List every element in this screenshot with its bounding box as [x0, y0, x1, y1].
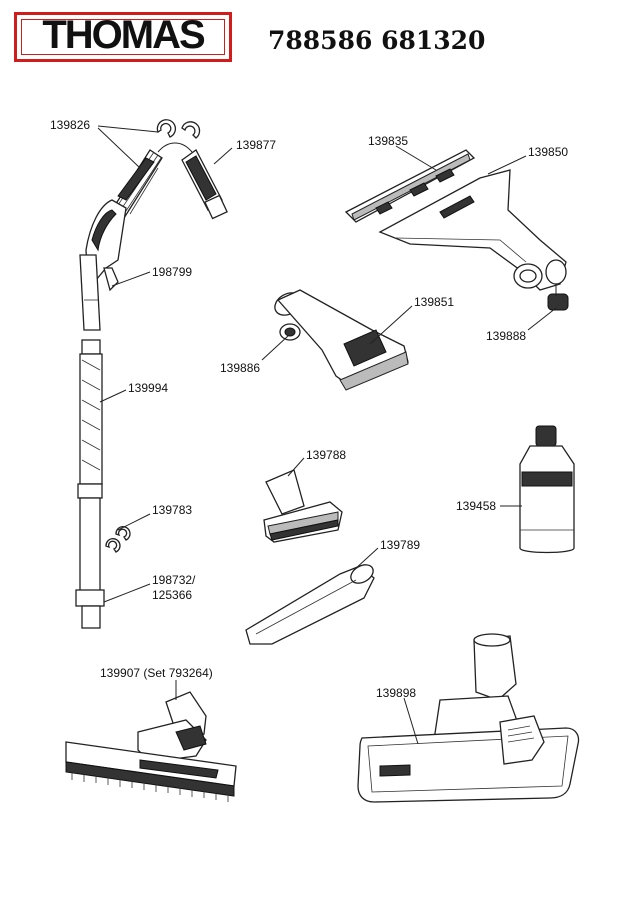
part-label-139835: 139835: [368, 134, 408, 148]
part-label-139994: 139994: [128, 381, 168, 395]
part-label-139898: 139898: [376, 686, 416, 700]
suction-hose-part: [79, 142, 228, 331]
part-label-198799: 198799: [152, 265, 192, 279]
small-nozzle-part: [263, 469, 343, 543]
part-label-139886: 139886: [220, 361, 260, 375]
brand-logo: THOMAS: [14, 12, 232, 62]
part-label-139789: 139789: [380, 538, 420, 552]
part-label-139877: 139877: [236, 138, 276, 152]
part-label-198732: 198732/: [152, 573, 196, 587]
hose-clip-part: [156, 119, 201, 139]
part-label-139458: 139458: [456, 499, 496, 513]
crevice-nozzle-part: [245, 564, 375, 645]
model-numbers: 788586 681320: [268, 26, 486, 55]
part-label-139851: 139851: [414, 295, 454, 309]
part-label-139788: 139788: [306, 448, 346, 462]
parquet-nozzle-part: [344, 149, 569, 311]
part-label-139783: 139783: [152, 503, 192, 517]
brand-logo-frame: [21, 19, 225, 55]
part-number-labels: 139826 139877 198799 139994 139783 19873…: [50, 118, 568, 700]
part-label-139907: 139907 (Set 793264): [100, 666, 213, 680]
part-label-139850: 139850: [528, 145, 568, 159]
part-label-139826: 139826: [50, 118, 90, 132]
brand-logo-text: THOMAS: [42, 13, 205, 57]
tube-clip-part: [105, 526, 131, 553]
combination-floor-nozzle-part: [357, 633, 580, 803]
leader-lines: [97, 125, 557, 745]
upholstery-nozzle-part: [274, 289, 409, 391]
part-label-139888: 139888: [486, 329, 526, 343]
telescopic-tube-part: [75, 339, 105, 629]
cleaning-liquid-bottle-part: [519, 425, 575, 554]
floor-brush-part: [65, 691, 237, 802]
part-label-125366: 125366: [152, 588, 192, 602]
